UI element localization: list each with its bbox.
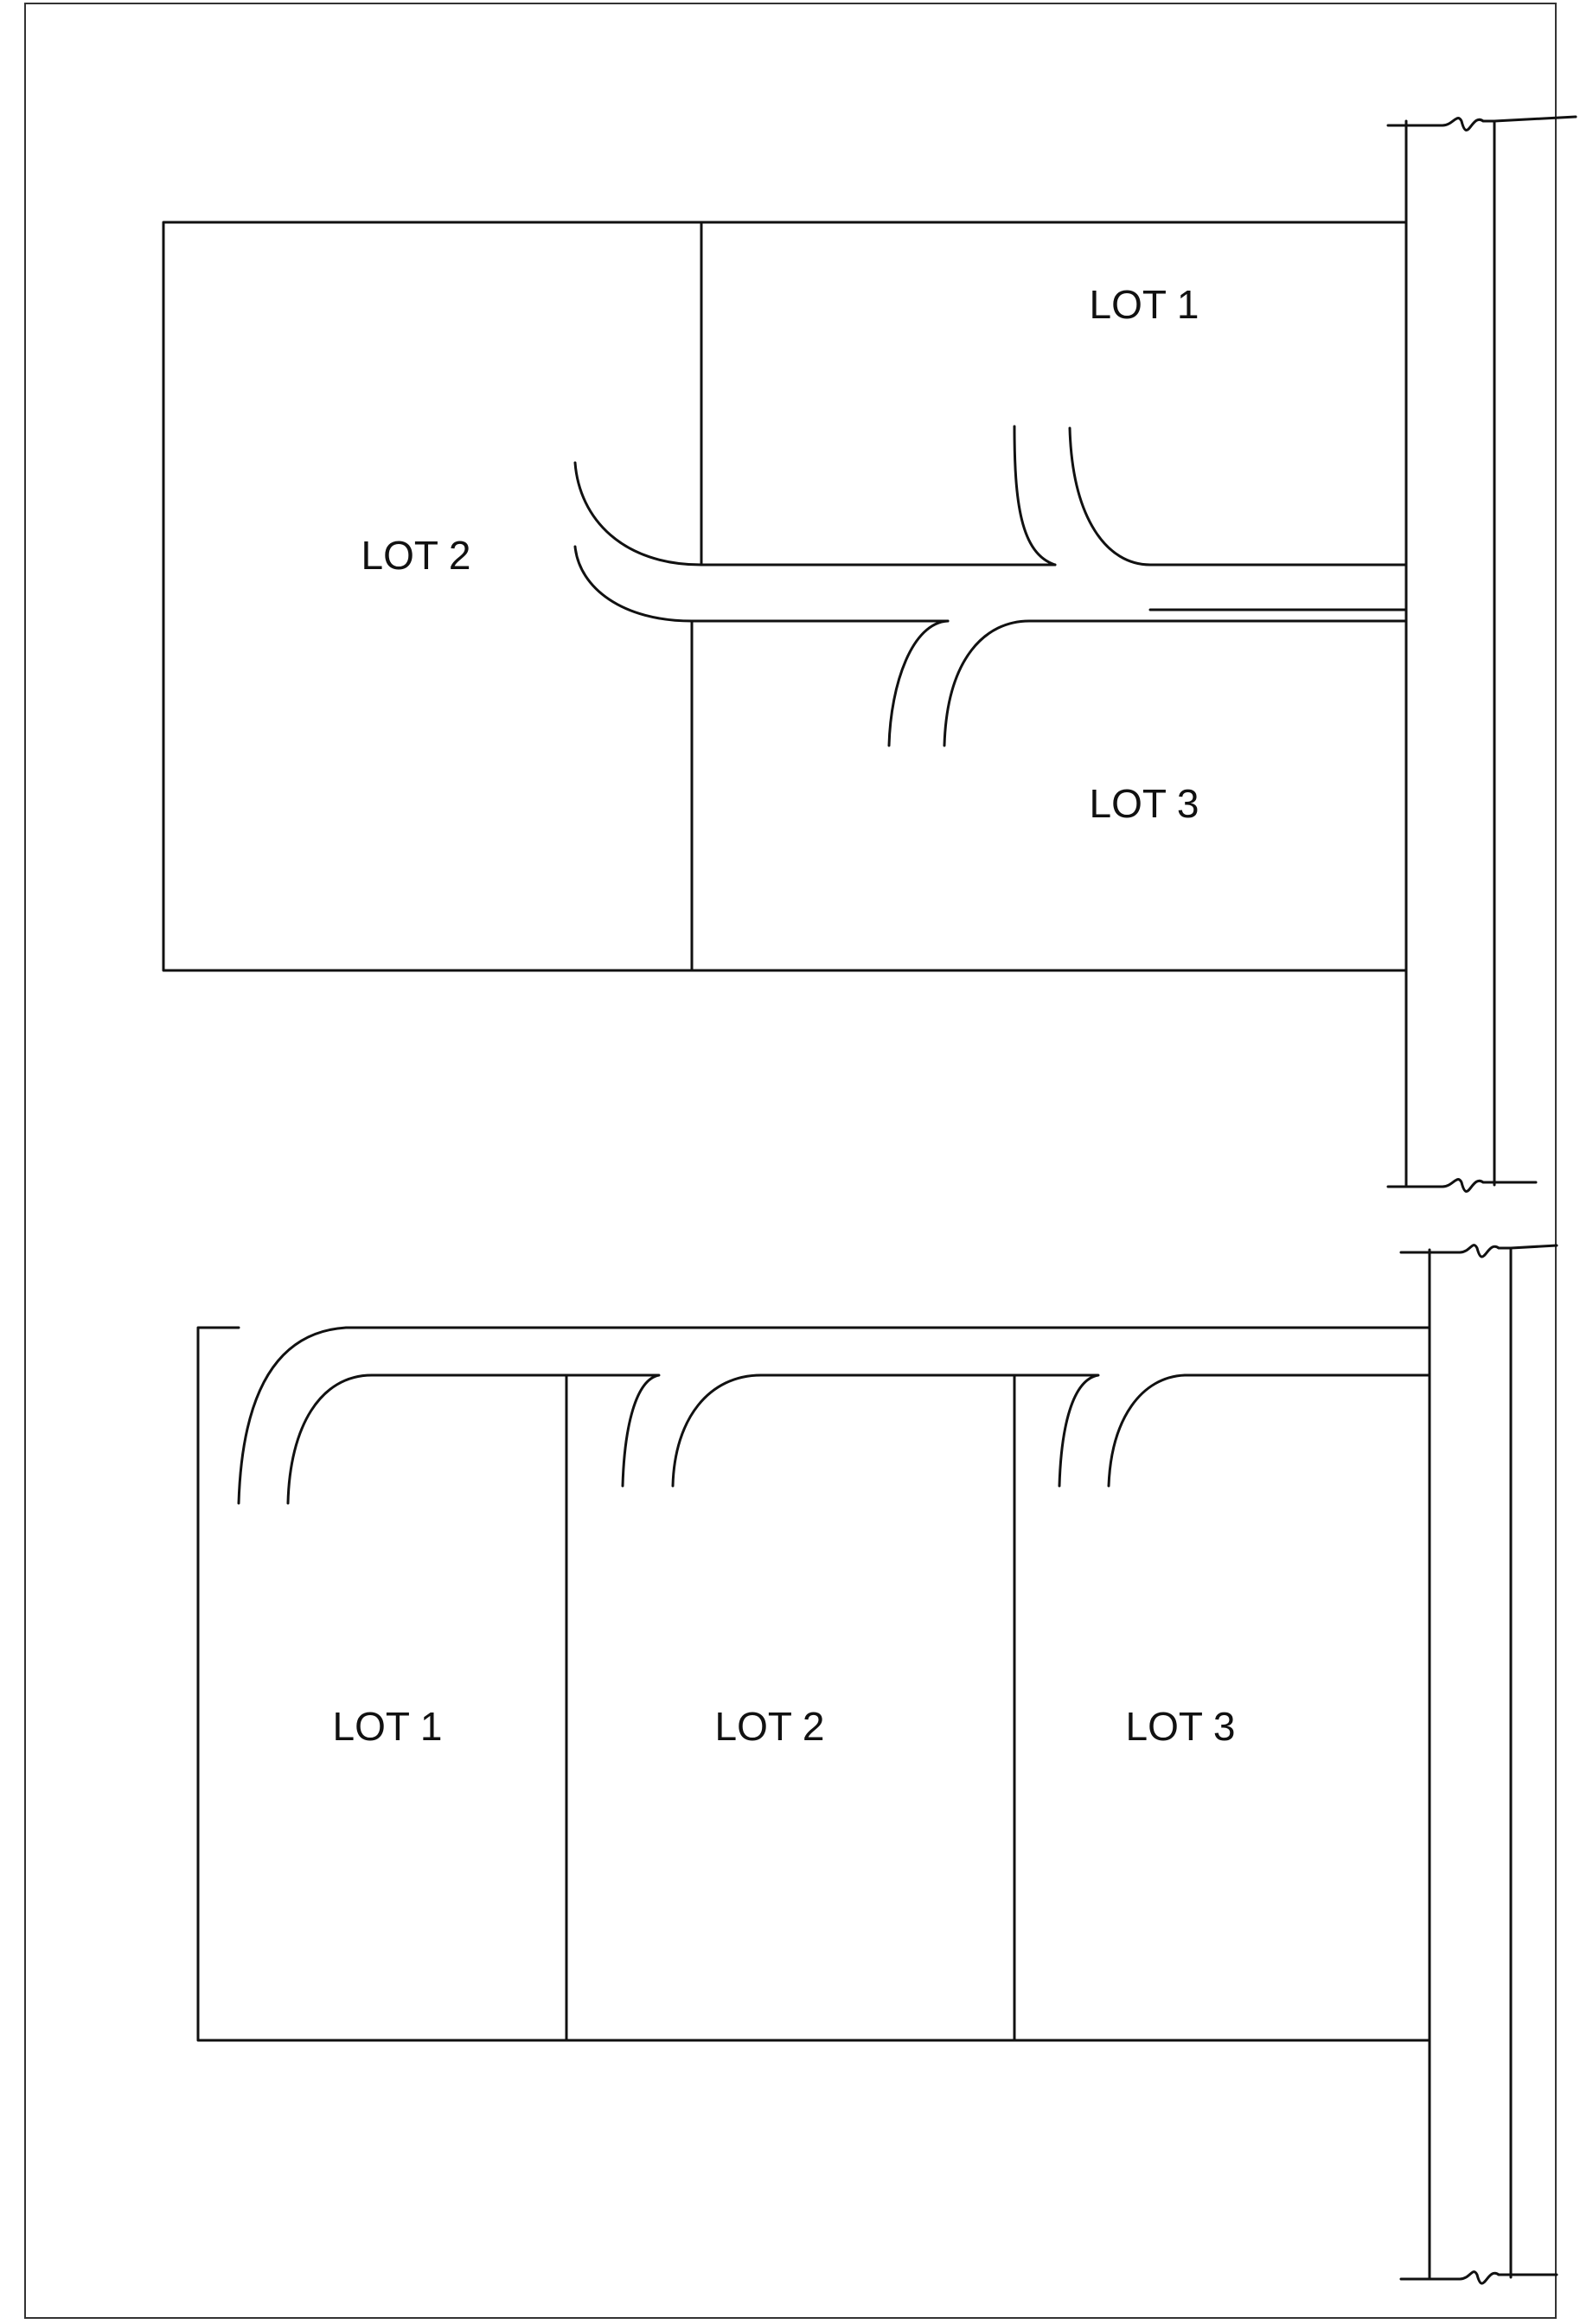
top-lot3-top-edge [943, 619, 1408, 747]
top-lot3-label: LOT 3 [1090, 781, 1199, 826]
bottom-lot3-driveway-left [1013, 1373, 1100, 1488]
bottom-lot2-driveway-right [671, 1373, 1016, 1488]
top-lot1-driveway-left [1013, 425, 1057, 567]
bottom-lot1-driveway [286, 1373, 568, 1505]
top-road-break-top [1386, 115, 1577, 131]
bottom-lot1-label: LOT 1 [333, 1704, 443, 1749]
bottom-road [1399, 1244, 1558, 2285]
top-lot1-bottom-edge [1068, 426, 1408, 567]
page-frame [24, 3, 1557, 2319]
top-lot2-label: LOT 2 [361, 533, 471, 578]
top-parcel-outline [162, 221, 1408, 972]
bottom-road-break-top [1399, 1244, 1558, 1258]
bottom-road-break-bottom [1399, 2270, 1558, 2285]
top-driveway-lower-edge [573, 545, 950, 623]
bottom-parcel-outline [196, 1326, 1431, 2042]
bottom-lot2-driveway-left [565, 1373, 661, 1488]
top-diagram: LOT 1 LOT 2 LOT 3 [162, 115, 1577, 1193]
bottom-access-top-edge [237, 1251, 1431, 1505]
top-road-break-bottom [1386, 1178, 1538, 1193]
top-lot1-label: LOT 1 [1090, 282, 1199, 327]
bottom-diagram: LOT 1 LOT 2 LOT 3 [196, 1244, 1558, 2285]
bottom-lot2-label: LOT 2 [715, 1704, 825, 1749]
bottom-access-lower-edge [1107, 1373, 1431, 1488]
top-driveway-upper-edge [573, 461, 1057, 567]
top-lot3-driveway-left [887, 619, 950, 747]
top-road [1386, 115, 1577, 1193]
bottom-lot3-label: LOT 3 [1126, 1704, 1236, 1749]
